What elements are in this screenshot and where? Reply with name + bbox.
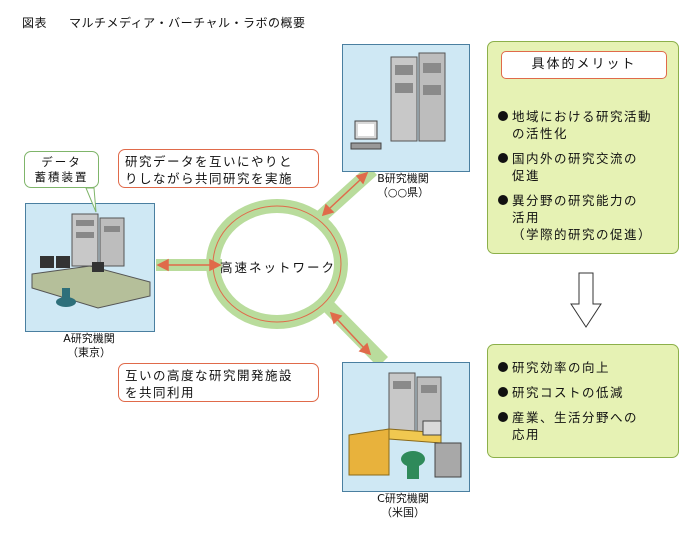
lab-a-image (25, 203, 155, 332)
result-3-line2: 応用 (512, 427, 541, 442)
results-list: 研究効率の向上 研究コストの低減 産業、生活分野への 応用 (498, 359, 638, 451)
merit-1-line2: の活性化 (512, 126, 569, 141)
collaboration-callout-line2: りしながら共同研究を実施 (125, 171, 294, 186)
network-label: 高速ネットワーク (220, 260, 337, 275)
lab-b-name: B研究機関 (377, 172, 429, 185)
result-item: 研究効率の向上 (498, 359, 638, 376)
collaboration-callout: 研究データを互いにやりと りしながら共同研究を実施 (118, 149, 319, 188)
lab-b-illustration (350, 52, 446, 150)
merit-2-line1: 国内外の研究交流の (512, 151, 639, 166)
lab-c-image (342, 362, 470, 492)
results-panel: 研究効率の向上 研究コストの低減 産業、生活分野への 応用 (487, 344, 679, 458)
lab-a-illustration (31, 213, 151, 309)
result-1-line1: 研究効率の向上 (512, 360, 611, 375)
merit-3-line2: 活用 (512, 210, 541, 225)
result-item: 産業、生活分野への 応用 (498, 409, 638, 443)
lab-c-location: （米国） (381, 506, 425, 519)
merit-3-line3: （学際的研究の促進） (512, 227, 653, 242)
facility-sharing-callout: 互いの高度な研究開発施設 を共同利用 (118, 363, 319, 402)
merit-2-line2: 促進 (512, 168, 541, 183)
down-arrow-icon (570, 272, 602, 328)
lab-b-location: （○○県） (376, 186, 430, 199)
lab-c-illustration (348, 372, 462, 479)
merits-panel: 具体的メリット 地域における研究活動 の活性化 国内外の研究交流の 促進 異分野… (487, 41, 679, 254)
figure-title-text: マルチメディア・バーチャル・ラボの概要 (69, 16, 306, 30)
merits-list: 地域における研究活動 の活性化 国内外の研究交流の 促進 異分野の研究能力の 活… (498, 108, 652, 251)
connector-c (324, 302, 388, 367)
result-3-line1: 産業、生活分野への (512, 410, 639, 425)
lab-b-image (342, 44, 470, 172)
connector-a-arrow (156, 258, 222, 272)
collaboration-callout-line1: 研究データを互いにやりと (125, 154, 294, 169)
data-storage-callout: データ 蓄積装置 (24, 151, 99, 188)
merit-1-line1: 地域における研究活動 (512, 109, 653, 124)
figure-title-prefix: 図表 (22, 16, 48, 30)
connector-b-arrow (321, 171, 369, 217)
merits-heading: 具体的メリット (501, 51, 667, 79)
merit-item: 国内外の研究交流の 促進 (498, 150, 652, 184)
result-item: 研究コストの低減 (498, 384, 638, 401)
facility-sharing-line2: を共同利用 (125, 385, 196, 400)
lab-a-location: （東京） (67, 346, 111, 359)
connector-c-arrow (329, 311, 372, 356)
merit-item: 異分野の研究能力の 活用 （学際的研究の促進） (498, 192, 652, 243)
merit-item: 地域における研究活動 の活性化 (498, 108, 652, 142)
facility-sharing-line1: 互いの高度な研究開発施設 (125, 368, 294, 383)
data-storage-line2: 蓄積装置 (34, 170, 89, 184)
lab-c-name: C研究機関 (377, 492, 429, 505)
data-storage-line1: データ (41, 155, 82, 169)
merit-3-line1: 異分野の研究能力の (512, 193, 639, 208)
result-2-line1: 研究コストの低減 (512, 385, 625, 400)
figure-title: 図表 マルチメディア・バーチャル・ラボの概要 (22, 14, 306, 31)
lab-a-name: A研究機関 (63, 332, 115, 345)
